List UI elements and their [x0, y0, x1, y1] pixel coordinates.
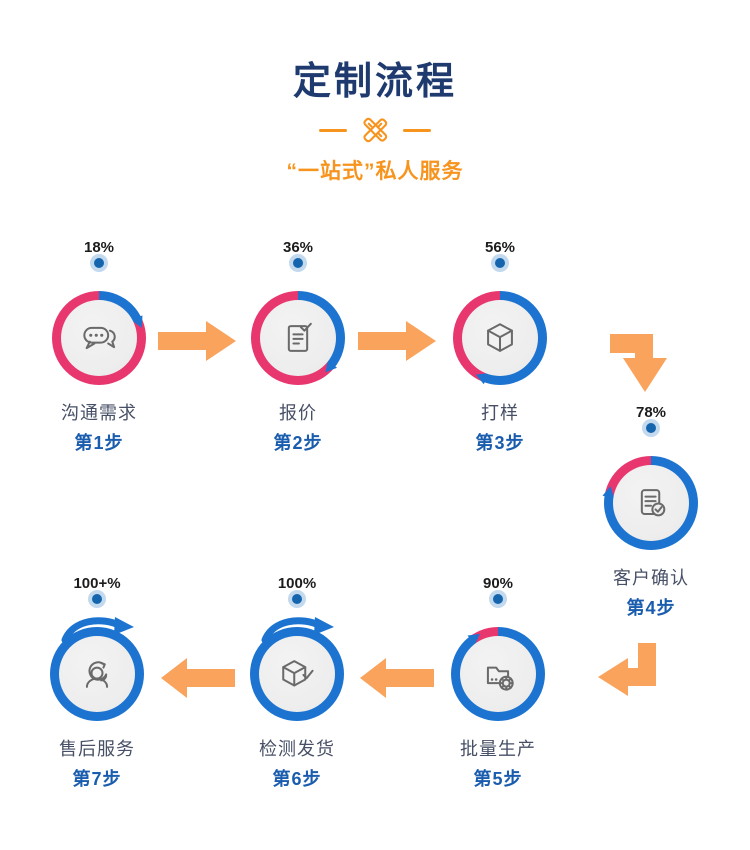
- progress-dot-core: [495, 258, 505, 268]
- step-number: 第7步: [72, 769, 122, 789]
- document-check-icon: [287, 322, 312, 352]
- step-node-5: 90% 批量生产 第5步: [423, 569, 573, 789]
- progress-dot: [642, 419, 660, 437]
- progress-dot: [491, 254, 509, 272]
- loop-arrow-icon: [261, 617, 334, 644]
- step-name: 批量生产: [460, 739, 536, 759]
- box-check-icon: [282, 660, 314, 687]
- progress-dot-core: [92, 594, 102, 604]
- step-number: 第3步: [475, 433, 525, 453]
- step-icon-disc: [61, 300, 137, 376]
- progress-dot-core: [292, 594, 302, 604]
- step-number: 第6步: [272, 769, 322, 789]
- step-name: 报价: [279, 403, 317, 423]
- step-icon-disc: [59, 636, 135, 712]
- step-icon-disc: [260, 300, 336, 376]
- header: 定制流程 “一站式”私人服务: [0, 60, 750, 185]
- step-name: 客户确认: [613, 568, 689, 588]
- document-confirm-icon: [640, 489, 666, 517]
- step-number: 第5步: [473, 769, 523, 789]
- factory-gear-icon: [486, 666, 514, 691]
- progress-dot-core: [646, 423, 656, 433]
- progress-ring: [251, 291, 345, 385]
- page-title: 定制流程: [292, 61, 457, 103]
- step-node-2: 36% 报价 第2步: [223, 233, 373, 453]
- progress-ring: [250, 617, 344, 721]
- progress-dot: [289, 254, 307, 272]
- step-node-6: 100% 检测发货 第6步: [222, 569, 372, 789]
- cube-sample-icon: [487, 323, 513, 352]
- progress-dot: [489, 590, 507, 608]
- step-name: 打样: [481, 403, 519, 423]
- step-icon-disc: [613, 465, 689, 541]
- crossed-pencil-ruler-icon: [363, 117, 388, 143]
- divider-line-left: [319, 128, 347, 132]
- divider-line-right: [403, 128, 431, 132]
- title-divider: [0, 113, 750, 147]
- percent-label: 36%: [282, 239, 314, 256]
- percent-label: 78%: [635, 404, 667, 421]
- step-icon-disc: [259, 636, 335, 712]
- step-name: 售后服务: [59, 739, 135, 759]
- progress-dot: [90, 254, 108, 272]
- percent-label: 18%: [83, 239, 115, 256]
- progress-ring: [451, 627, 545, 721]
- progress-dot: [88, 590, 106, 608]
- progress-ring: [50, 617, 144, 721]
- step-node-7: 100+% 售后服务 第7步: [22, 569, 172, 789]
- progress-dot: [288, 590, 306, 608]
- percent-label: 100%: [277, 575, 317, 592]
- page-subtitle: “一站式”私人服务: [286, 160, 464, 183]
- progress-ring: [602, 456, 698, 550]
- step-node-1: 18% 沟通需求 第1步: [24, 233, 174, 453]
- step-name: 沟通需求: [61, 403, 137, 423]
- step-number: 第4步: [626, 598, 676, 618]
- arrow-step4-to-step5-elbow: [598, 643, 656, 696]
- headset-agent-icon: [85, 661, 109, 688]
- arrow-step3-to-step4-elbow: [610, 334, 667, 392]
- step-number: 第1步: [74, 433, 124, 453]
- step-icon-disc: [460, 636, 536, 712]
- step-icon-disc: [462, 300, 538, 376]
- percent-label: 90%: [482, 575, 514, 592]
- progress-dot-core: [94, 258, 104, 268]
- step-name: 检测发货: [259, 739, 335, 759]
- progress-dot-core: [293, 258, 303, 268]
- percent-label: 100+%: [73, 575, 121, 592]
- chat-bubbles-icon: [83, 326, 116, 350]
- progress-dot-core: [493, 594, 503, 604]
- percent-label: 56%: [484, 239, 516, 256]
- progress-ring: [52, 291, 148, 385]
- step-node-4: 78% 客户确认 第4步: [576, 398, 726, 618]
- progress-ring: [453, 291, 547, 385]
- step-node-3: 56% 打样 第3步: [425, 233, 575, 453]
- step-number: 第2步: [273, 433, 323, 453]
- loop-arrow-icon: [61, 617, 134, 644]
